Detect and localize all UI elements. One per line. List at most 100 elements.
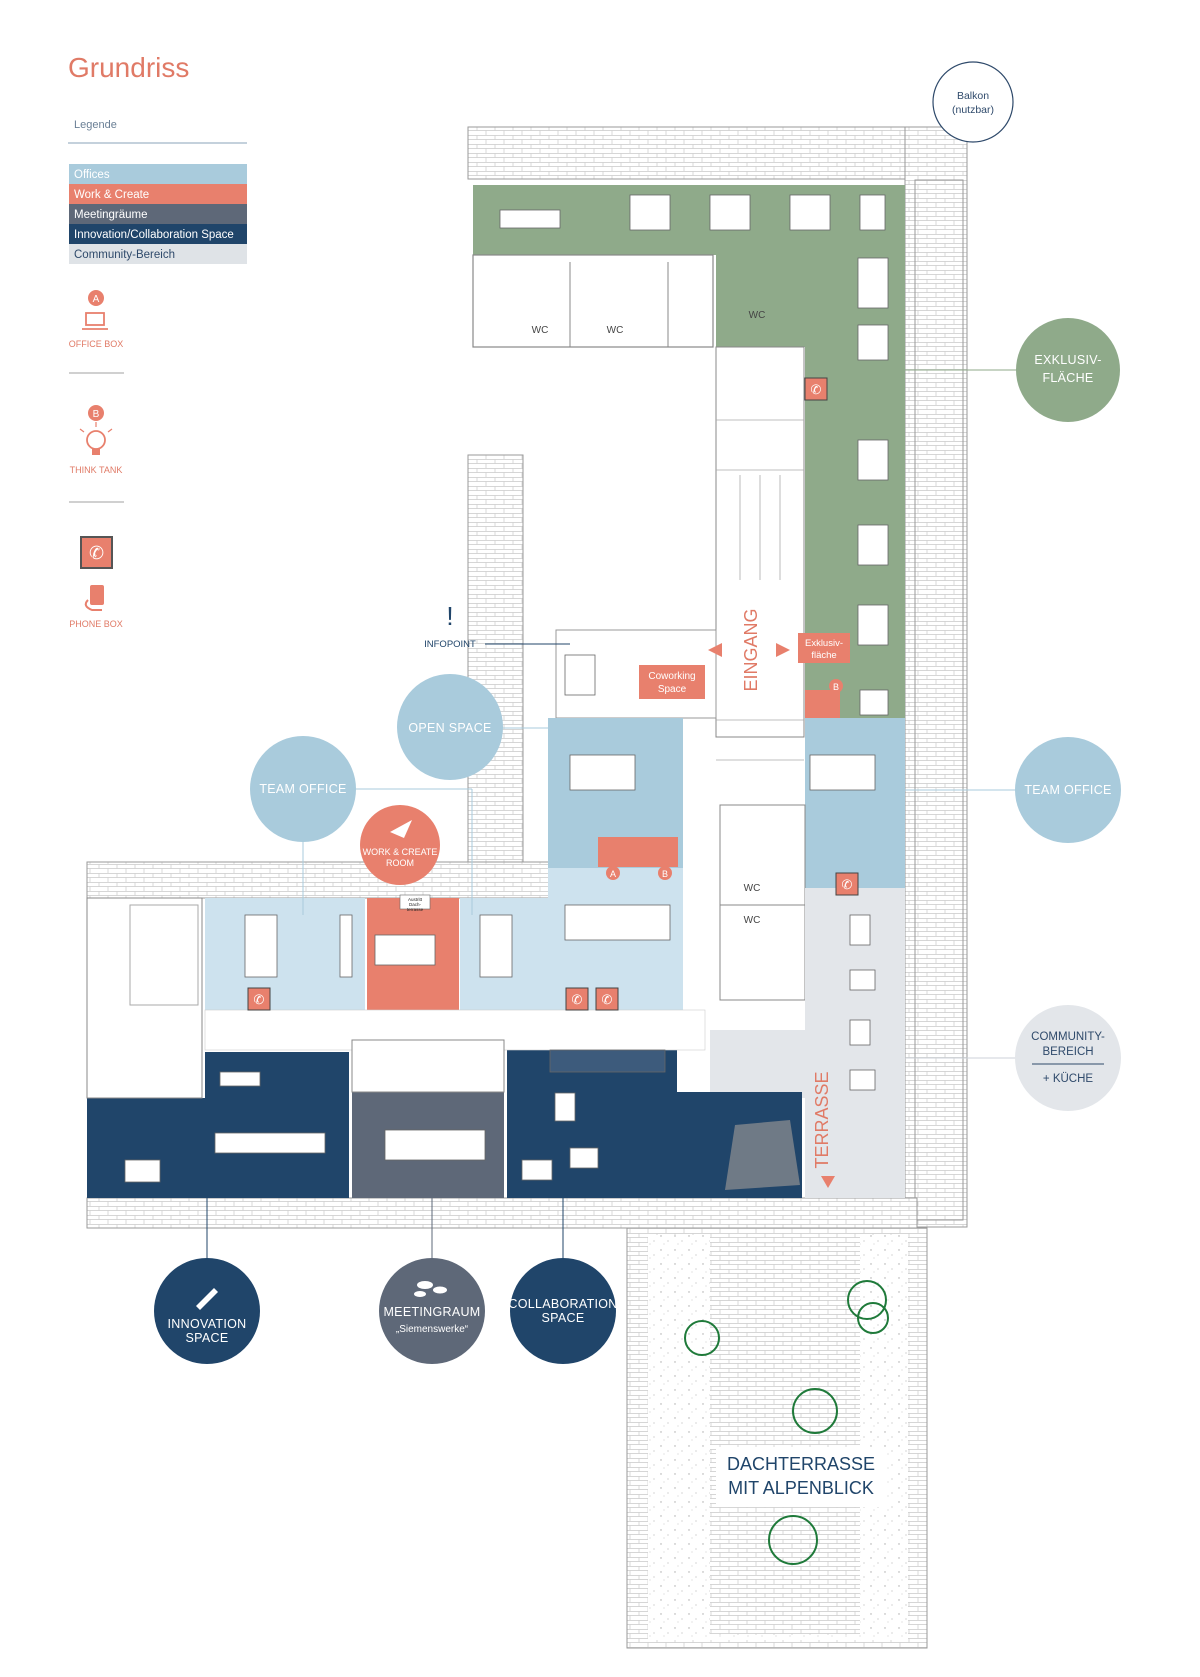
building-shell [86, 126, 968, 1649]
infopoint-label: INFOPOINT [424, 639, 476, 650]
wc-label-1: WC [532, 325, 549, 336]
legend-office-box: A OFFICE BOX [69, 290, 124, 374]
entrance-label: EINGANG [708, 608, 790, 692]
phone-icon: ✆ [602, 992, 613, 1007]
office-box-marker: A [93, 294, 100, 305]
phone-box: ✆ [565, 987, 589, 1011]
legend-swatch-offices [69, 164, 247, 184]
svg-text:FLÄCHE: FLÄCHE [1042, 371, 1093, 385]
legend-swatch-innovation [69, 224, 247, 244]
svg-text:+ KÜCHE: + KÜCHE [1043, 1073, 1093, 1085]
svg-text:ROOM: ROOM [386, 858, 414, 868]
svg-text:TEAM OFFICE: TEAM OFFICE [1024, 783, 1111, 797]
svg-text:(nutzbar): (nutzbar) [952, 104, 994, 116]
legend-item-work-create: Work & Create [74, 189, 149, 201]
phone-box-label: PHONE BOX [69, 619, 123, 629]
legend-swatch-community [69, 244, 247, 264]
phone-icon: ✆ [811, 382, 822, 397]
callout-meetingraum: MEETINGRAUM „Siemenswerke“ [379, 1198, 485, 1364]
legend-heading: Legende [74, 119, 117, 131]
wc-block-south: WC WC [719, 804, 806, 1001]
hand-phone-icon [84, 585, 104, 611]
office-think-boxes: A B B [598, 679, 843, 880]
arrow-left-icon [708, 643, 722, 657]
svg-text:BEREICH: BEREICH [1042, 1046, 1093, 1058]
think-tank-label: THINK TANK [70, 465, 123, 475]
svg-text:TEAM OFFICE: TEAM OFFICE [259, 782, 346, 796]
svg-text:SPACE: SPACE [186, 1331, 229, 1345]
svg-text:Exklusiv-: Exklusiv- [805, 638, 843, 649]
callout-team-office-right: TEAM OFFICE [880, 737, 1121, 843]
callout-collaboration: COLLABORATION SPACE [508, 1198, 617, 1364]
callout-community: COMMUNITY- BEREICH + KÜCHE [905, 1005, 1121, 1111]
think-tank-marker: B [93, 409, 100, 420]
marker-a: A [610, 869, 616, 879]
arrow-down-icon [821, 1176, 835, 1188]
svg-text:OPEN SPACE: OPEN SPACE [408, 721, 491, 735]
phone-icon: ✆ [572, 992, 583, 1007]
svg-text:Balkon: Balkon [957, 90, 989, 102]
legend-swatch-meeting [69, 204, 247, 224]
office-box-label: OFFICE BOX [69, 339, 124, 349]
austritt-line-3: terrasse [407, 907, 424, 912]
svg-text:INNOVATION: INNOVATION [168, 1317, 247, 1331]
legend-swatch-work-create [69, 184, 247, 204]
phone-box: ✆ [247, 987, 271, 1011]
wc-label-4: WC [744, 883, 761, 894]
phone-icon: ✆ [842, 877, 853, 892]
wc-label-3: WC [749, 310, 766, 321]
marker-b-2: B [833, 682, 839, 692]
wc-label-5: WC [744, 915, 761, 926]
callout-work-create: WORK & CREATE ROOM [360, 805, 440, 885]
legend-phone-box: ✆ PHONE BOX [69, 536, 123, 629]
legend-item-innovation: Innovation/Collaboration Space [74, 229, 234, 241]
dachterrasse-label: DACHTERRASSE MIT ALPENBLICK [716, 1447, 886, 1507]
svg-text:EINGANG: EINGANG [741, 608, 761, 691]
legend-item-community: Community-Bereich [74, 249, 175, 261]
wc-label-2: WC [607, 325, 624, 336]
austritt-line-2: Dach- [409, 902, 422, 907]
svg-text:DACHTERRASSE: DACHTERRASSE [727, 1454, 875, 1474]
svg-text:EXKLUSIV-: EXKLUSIV- [1034, 353, 1101, 367]
marker-b: B [662, 869, 668, 879]
terrasse-label: TERRASSE [812, 1071, 835, 1188]
phone-icon: ✆ [254, 992, 265, 1007]
svg-text:COLLABORATION: COLLABORATION [508, 1297, 617, 1311]
desks [124, 194, 889, 1183]
svg-text:Coworking: Coworking [648, 671, 695, 682]
monitor-icon [82, 312, 108, 330]
legend-item-offices: Offices [74, 169, 110, 181]
svg-text:Space: Space [658, 684, 687, 695]
callout-exklusiv: EXKLUSIV- FLÄCHE [905, 318, 1120, 422]
svg-text:SPACE: SPACE [542, 1311, 585, 1325]
pencil-icon [196, 1288, 218, 1310]
rooftop-trees [684, 1280, 889, 1565]
exklusiv-small-label: Exklusiv- fläche [798, 633, 850, 663]
phone-boxes: ✆ ✆ ✆ ✆ ✆ [247, 377, 859, 1011]
svg-text:MIT ALPENBLICK: MIT ALPENBLICK [728, 1478, 874, 1498]
legend-think-tank: B THINK TANK [69, 405, 124, 503]
phone-icon: ✆ [89, 543, 104, 563]
austritt-line-1: Austritt [408, 897, 423, 902]
callout-balkon: Balkon (nutzbar) [932, 61, 1014, 143]
arrow-right-icon [776, 643, 790, 657]
west-rooms [86, 897, 706, 1099]
infopoint: ! INFOPOINT [424, 601, 570, 650]
phone-box: ✆ [804, 377, 828, 401]
callout-innovation: INNOVATION SPACE [154, 1198, 260, 1364]
coworking-label: Coworking Space [639, 665, 705, 699]
svg-text:fläche: fläche [811, 650, 836, 661]
legend-list: Offices Work & Create Meetingräume Innov… [69, 164, 247, 264]
callout-team-office-left: TEAM OFFICE [250, 736, 473, 915]
legend-item-meeting: Meetingräume [74, 209, 148, 221]
svg-text:TERRASSE: TERRASSE [812, 1071, 832, 1168]
phone-box: ✆ [835, 872, 859, 896]
svg-text:„Siemenswerke“: „Siemenswerke“ [396, 1324, 468, 1335]
svg-text:COMMUNITY-: COMMUNITY- [1031, 1031, 1105, 1043]
wc-block-north: WC WC WC [472, 254, 766, 348]
page-title: Grundriss [68, 52, 189, 83]
svg-text:WORK & CREATE: WORK & CREATE [363, 847, 438, 857]
svg-text:MEETINGRAUM: MEETINGRAUM [383, 1305, 480, 1319]
lightbulb-icon [79, 422, 113, 455]
